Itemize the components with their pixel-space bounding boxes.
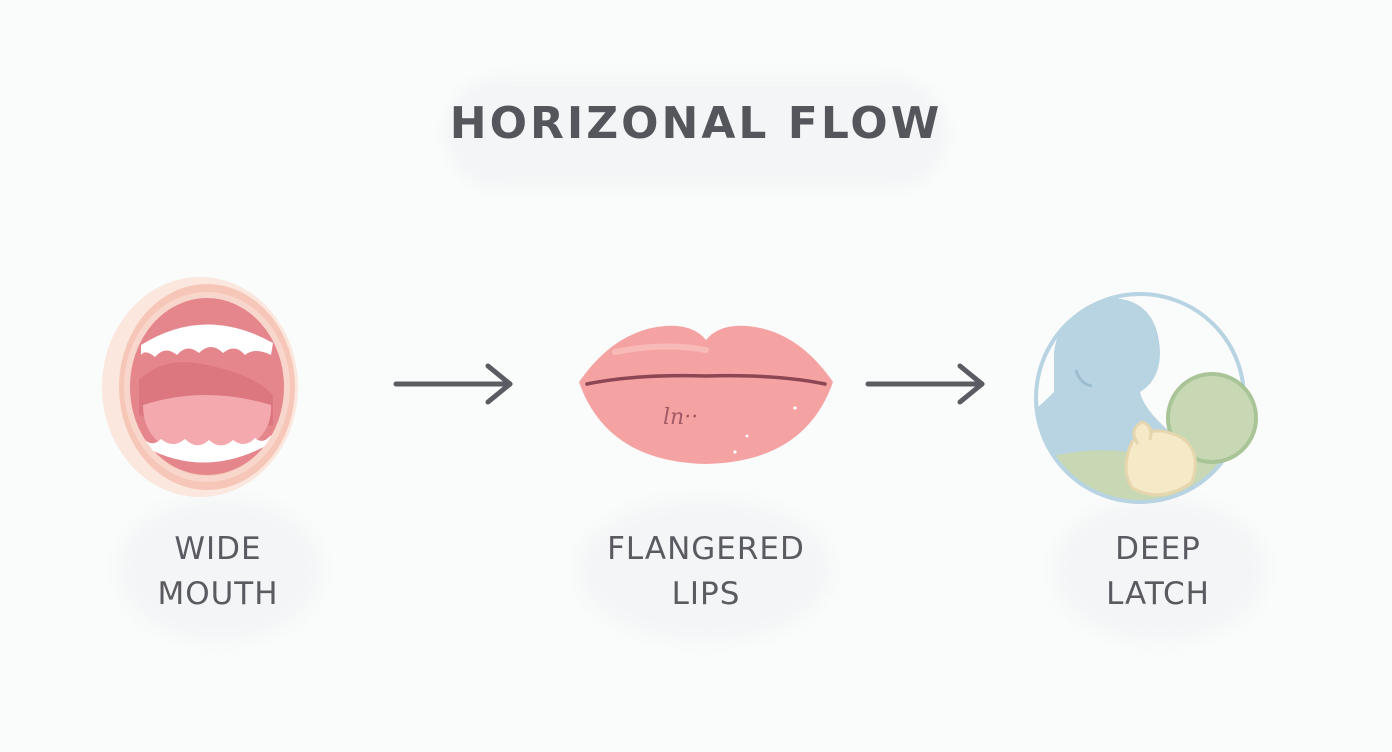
label-backdrop: [1055, 500, 1265, 640]
step-label-wide-mouth: WIDE MOUTH: [157, 531, 279, 612]
flanged-lips-icon: ln··: [579, 325, 833, 464]
step-label-deep-latch: DEEP LATCH: [1106, 531, 1210, 612]
label-backdrop: [580, 500, 830, 640]
arrow-right-icon: [393, 363, 513, 405]
diagram-title: HORIZONAL FLOW: [449, 98, 943, 149]
wide-mouth-icon: [102, 277, 298, 497]
arrow-right-icon: [865, 363, 985, 405]
title-backdrop: [446, 78, 946, 188]
deep-latch-icon: [1034, 292, 1258, 504]
label-backdrop: [120, 500, 320, 640]
lip-annotation: ln··: [663, 405, 698, 430]
step-label-flanged-lips: FLANGERED LIPS: [607, 531, 805, 612]
